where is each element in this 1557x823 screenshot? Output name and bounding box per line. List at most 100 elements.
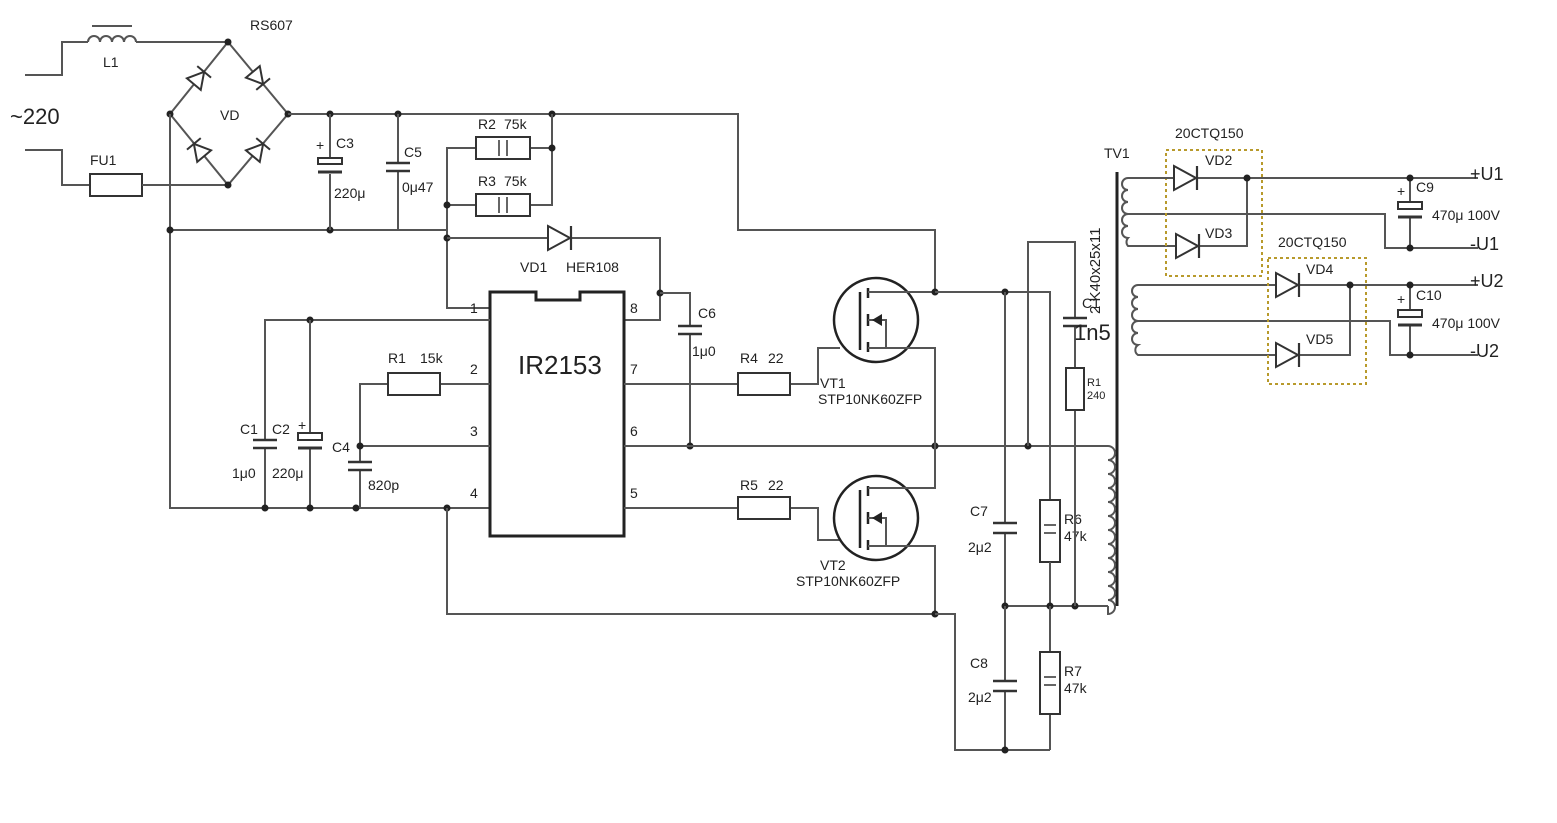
capacitor-c9: + C9 470μ 100V	[1397, 174, 1501, 252]
c10-value: 470μ 100V	[1432, 315, 1501, 331]
resistor-r5: R5 22	[624, 477, 840, 541]
resistor-r1: R1 15k	[387, 350, 444, 396]
vt2-label: VT2	[820, 557, 846, 573]
capacitor-c6: C6 1μ0	[660, 292, 716, 450]
snubber-r-value: 240	[1087, 390, 1105, 402]
vd1-label: VD1	[520, 259, 547, 275]
bridge-part-label: RS607	[250, 17, 293, 33]
r2-value: 75k	[504, 116, 528, 132]
c3-label: C3	[336, 135, 354, 151]
c5-label: C5	[404, 144, 422, 160]
mosfet-vt2: VT2 STP10NK60ZFP	[796, 446, 939, 618]
snubber-c-label: C1	[1082, 295, 1100, 311]
r1-label: R1	[388, 350, 406, 366]
c9-plus: +	[1397, 183, 1405, 199]
mains-input: ~220	[10, 41, 90, 186]
c8-label: C8	[970, 655, 988, 671]
tv1-label: TV1	[1104, 145, 1130, 161]
r4-value: 22	[768, 350, 784, 366]
c10-plus: +	[1397, 291, 1405, 307]
capacitor-c8: C8 2μ2	[968, 606, 1017, 754]
inductor-l1: L1	[87, 25, 228, 70]
c7-label: C7	[970, 503, 988, 519]
bridge-diode-icon	[186, 137, 213, 164]
snubber-network: C1 1n5 R1 240	[1027, 241, 1111, 606]
resistor-r2: R2 75k	[475, 116, 531, 160]
core-label: 2 K40x25x11	[1087, 228, 1104, 314]
ic-label: IR2153	[518, 350, 602, 380]
timing-network: C1 1μ0 C2 + 220μ C4 820p R1 15k	[232, 316, 490, 512]
capacitor-c7: C7 2μ2	[968, 292, 1017, 606]
output-terminals: +U1 -U1 +U2 -U2	[1470, 164, 1504, 361]
resistors-r2-r3: R2 75k R3 75k	[443, 114, 556, 309]
r4-label: R4	[740, 350, 758, 366]
diode-vd1: VD1 HER108	[447, 224, 664, 321]
c1-label: C1	[240, 421, 258, 437]
output-rectifier-1: 20CTQ150 VD2 VD3	[1140, 125, 1478, 277]
output-minus-u1: -U1	[1470, 234, 1499, 254]
c9-label: C9	[1416, 179, 1434, 195]
r3-label: R3	[478, 173, 496, 189]
c3-value: 220μ	[334, 185, 365, 201]
transformer-tv1: TV1 2 K40x25x11	[1087, 145, 1478, 616]
capacitor-c4: C4 820p	[332, 439, 399, 493]
capacitor-c2: C2 + 220μ	[272, 417, 323, 481]
pin-6-label: 6	[630, 423, 638, 439]
resistor-r7: R7 47k	[1039, 606, 1088, 750]
snubber-c-value: 1n5	[1074, 320, 1111, 345]
vt1-label: VT1	[820, 375, 846, 391]
r6-label: R6	[1064, 511, 1082, 527]
pin-1-label: 1	[470, 300, 478, 316]
ic-ir2153: IR2153 1 2 3 4 5 6 7 8	[470, 290, 638, 538]
input-voltage-label: ~220	[10, 104, 60, 129]
r1-value: 15k	[420, 350, 444, 366]
vt1-type: STP10NK60ZFP	[818, 391, 922, 407]
pin-5-label: 5	[630, 485, 638, 501]
pin-7-label: 7	[630, 361, 638, 377]
fu1-label: FU1	[90, 152, 117, 168]
c6-label: C6	[698, 305, 716, 321]
r3-value: 75k	[504, 173, 528, 189]
vt2-type: STP10NK60ZFP	[796, 573, 900, 589]
c2-value: 220μ	[272, 465, 303, 481]
resistor-r3: R3 75k	[475, 173, 531, 217]
c2-plus: +	[298, 417, 306, 433]
capacitor-c5: C5 0μ47	[386, 114, 434, 230]
vd2-label: VD2	[1205, 152, 1232, 168]
c10-label: C10	[1416, 287, 1442, 303]
vd4-label: VD4	[1306, 261, 1333, 277]
vd1-type: HER108	[566, 259, 619, 275]
diode-pack-2-label: 20CTQ150	[1278, 234, 1347, 250]
bridge-diode-icon	[244, 64, 271, 91]
snubber-r-label: R1	[1087, 377, 1101, 389]
mosfet-vt1: VT1 STP10NK60ZFP	[818, 276, 1051, 500]
r5-label: R5	[740, 477, 758, 493]
c5-value: 0μ47	[402, 179, 434, 195]
c7-value: 2μ2	[968, 539, 992, 555]
pin-2-label: 2	[470, 361, 478, 377]
output-plus-u2: +U2	[1470, 271, 1504, 291]
bridge-diode-icon	[244, 137, 271, 164]
capacitor-c1: C1 1μ0	[232, 421, 277, 481]
capacitor-c3: + C3 220μ	[316, 114, 365, 230]
bridge-diode-icon	[185, 65, 212, 92]
c4-label: C4	[332, 439, 350, 455]
resistor-r4: R4 22	[624, 347, 840, 396]
bridge-ref-label: VD	[220, 107, 239, 123]
diode-pack-1-label: 20CTQ150	[1175, 125, 1244, 141]
c2-label: C2	[272, 421, 290, 437]
c4-value: 820p	[368, 477, 399, 493]
c9-value: 470μ 100V	[1432, 207, 1501, 223]
c8-value: 2μ2	[968, 689, 992, 705]
pin-3-label: 3	[470, 423, 478, 439]
r2-label: R2	[478, 116, 496, 132]
pin-4-label: 4	[470, 485, 478, 501]
c3-plus: +	[316, 137, 324, 153]
output-plus-u1: +U1	[1470, 164, 1504, 184]
output-rectifier-2: 20CTQ150 VD4 VD5	[1267, 234, 1478, 385]
vd5-label: VD5	[1306, 331, 1333, 347]
vd3-label: VD3	[1205, 225, 1232, 241]
resistor-r6: R6 47k	[1039, 499, 1088, 606]
fuse-fu1: FU1	[89, 152, 228, 197]
